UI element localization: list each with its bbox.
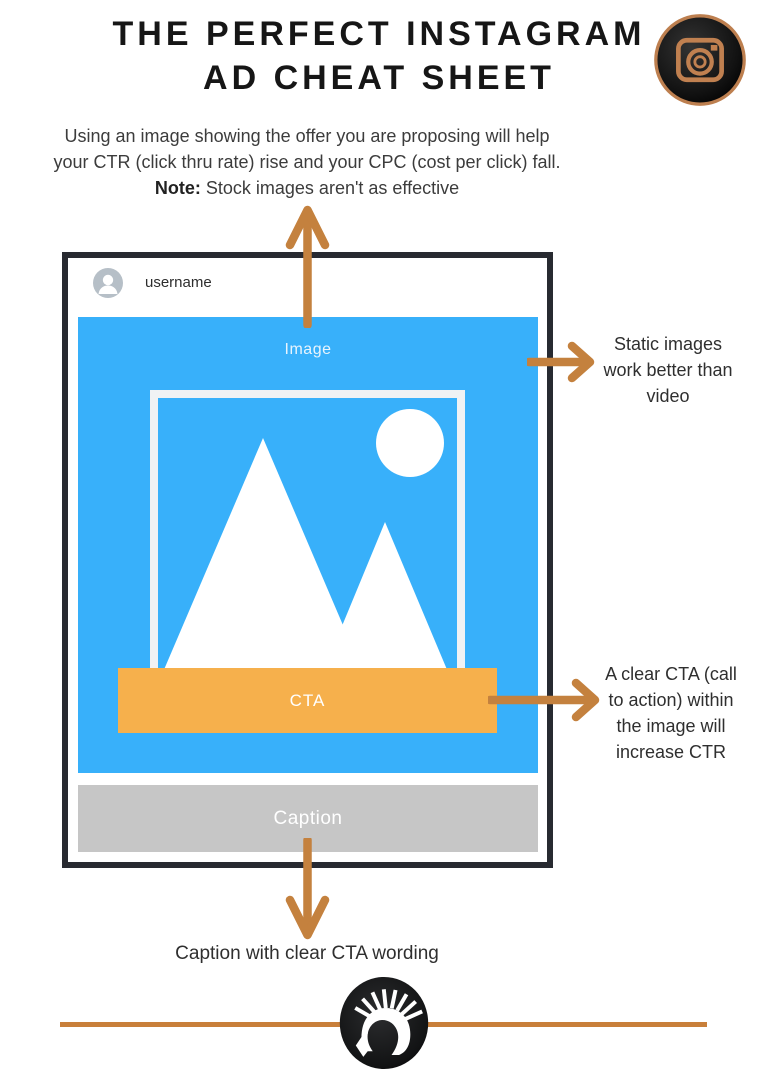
cta-bar: CTA [118, 668, 497, 733]
page-title: THE PERFECT INSTAGRAM AD CHEAT SHEET [24, 12, 734, 100]
annotation-static-line: video [646, 386, 690, 406]
annotation-cta-line: A clear CTA (call [605, 664, 737, 684]
annotation-caption-cta: Caption with clear CTA wording [175, 943, 439, 964]
intro-note: Note: Stock images aren't as effective [40, 175, 574, 201]
instagram-post-mockup: username Image CTA Caption [62, 252, 553, 868]
spartan-helmet-icon [337, 976, 431, 1070]
annotation-cta-line: to action) within [608, 690, 734, 710]
intro-line1: Using an image showing the offer you are… [64, 126, 550, 146]
caption-bar-label: Caption [273, 807, 343, 829]
cta-bar-label: CTA [289, 690, 326, 710]
username-label: username [145, 274, 212, 291]
intro-note-text: Stock images aren't as effective [205, 178, 460, 198]
annotation-cta-line: increase CTR [615, 742, 727, 762]
intro-note-label: Note: [154, 178, 201, 198]
right-arrow-static-icon [527, 340, 597, 384]
intro-paragraph: Using an image showing the offer you are… [40, 123, 574, 201]
page-title-line1: THE PERFECT INSTAGRAM [112, 15, 646, 53]
up-arrow-icon [285, 204, 330, 328]
person-avatar-icon [93, 268, 123, 298]
annotation-cta-line: the image will [616, 716, 726, 736]
mountains-sun-photo-icon [150, 390, 465, 680]
page-title-line2: AD CHEAT SHEET [203, 59, 555, 97]
image-area-label: Image [284, 341, 332, 358]
down-arrow-icon [285, 838, 330, 940]
annotation-static-line: work better than [603, 360, 733, 380]
annotation-static-line: Static images [613, 334, 723, 354]
instagram-camera-icon [653, 13, 747, 107]
annotation-clear-cta: A clear CTA (call to action) within the … [586, 661, 756, 765]
annotation-static-images: Static images work better than video [585, 331, 751, 409]
right-arrow-cta-icon [488, 678, 604, 722]
intro-line2: your CTR (click thru rate) rise and your… [53, 152, 561, 172]
